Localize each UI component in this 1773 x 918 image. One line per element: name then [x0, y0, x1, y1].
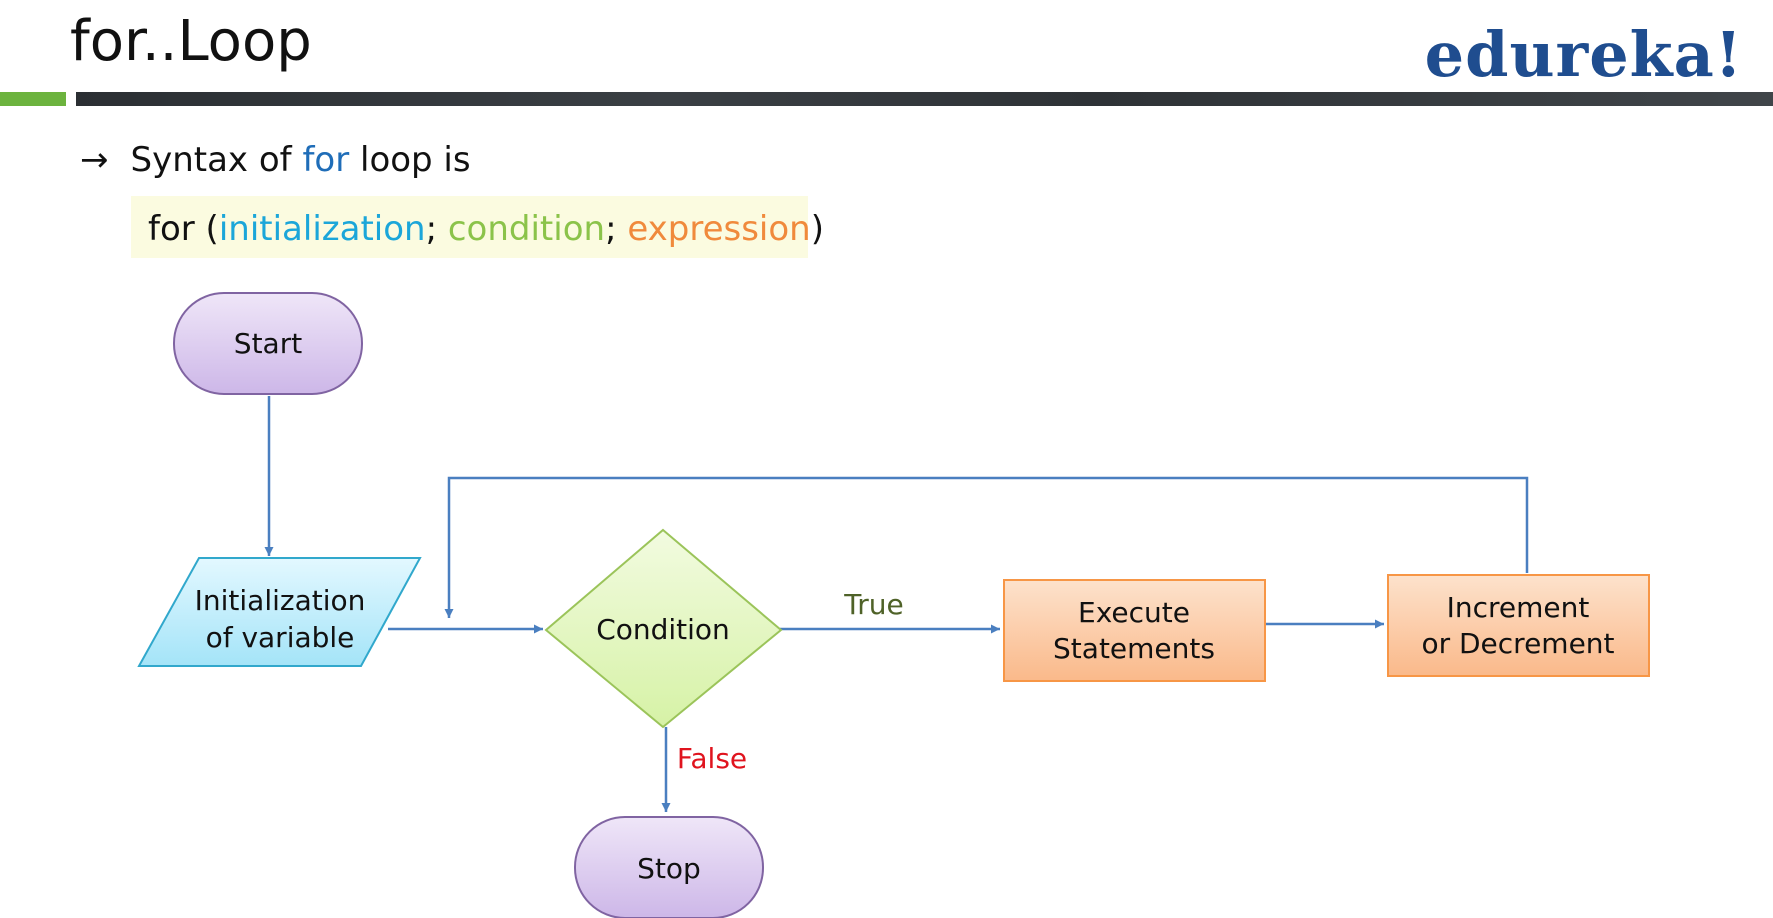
initialization-label-line2: of variable — [206, 621, 355, 654]
bullet-arrow-icon: → — [80, 140, 109, 180]
increment-label-line1: Increment — [1447, 591, 1590, 624]
syntax-separator-2: ; — [605, 209, 628, 249]
execute-label-line2: Statements — [1053, 632, 1215, 665]
bullet-keyword: for — [302, 140, 350, 180]
condition-decision — [544, 528, 783, 729]
syntax-code: for (initialization; condition; expressi… — [148, 207, 824, 251]
syntax-code-box — [131, 196, 808, 258]
start-label: Start — [234, 327, 302, 360]
loop-back-arrow — [444, 476, 1529, 618]
stop-label: Stop — [637, 852, 701, 885]
condition-label: Condition — [596, 613, 730, 646]
bullet-suffix: loop is — [349, 140, 471, 180]
stop-terminal — [574, 816, 764, 918]
start-terminal — [173, 292, 363, 395]
initialization-box — [137, 557, 422, 667]
syntax-close: ) — [810, 209, 824, 249]
true-label: True — [843, 588, 903, 621]
increment-label-line2: or Decrement — [1421, 627, 1614, 660]
syntax-expression: expression — [627, 209, 811, 249]
syntax-condition: condition — [447, 209, 606, 249]
execute-statements-box — [1003, 579, 1266, 682]
execute-label-line1: Execute — [1078, 596, 1190, 629]
initialization-label-line1: Initialization — [195, 584, 366, 617]
syntax-initialization: initialization — [218, 209, 426, 249]
bullet-prefix: Syntax of — [130, 140, 303, 180]
increment-decrement-box — [1387, 574, 1650, 677]
page-title: for..Loop — [70, 9, 312, 74]
header-accent-bar — [0, 92, 66, 106]
syntax-separator-1: ; — [425, 209, 448, 249]
syntax-bullet: → Syntax of for loop is — [80, 138, 471, 182]
false-label: False — [677, 742, 747, 775]
header-divider-bar — [76, 92, 1773, 106]
syntax-open: for ( — [148, 209, 219, 249]
brand-logo: edureka! — [1424, 18, 1743, 91]
